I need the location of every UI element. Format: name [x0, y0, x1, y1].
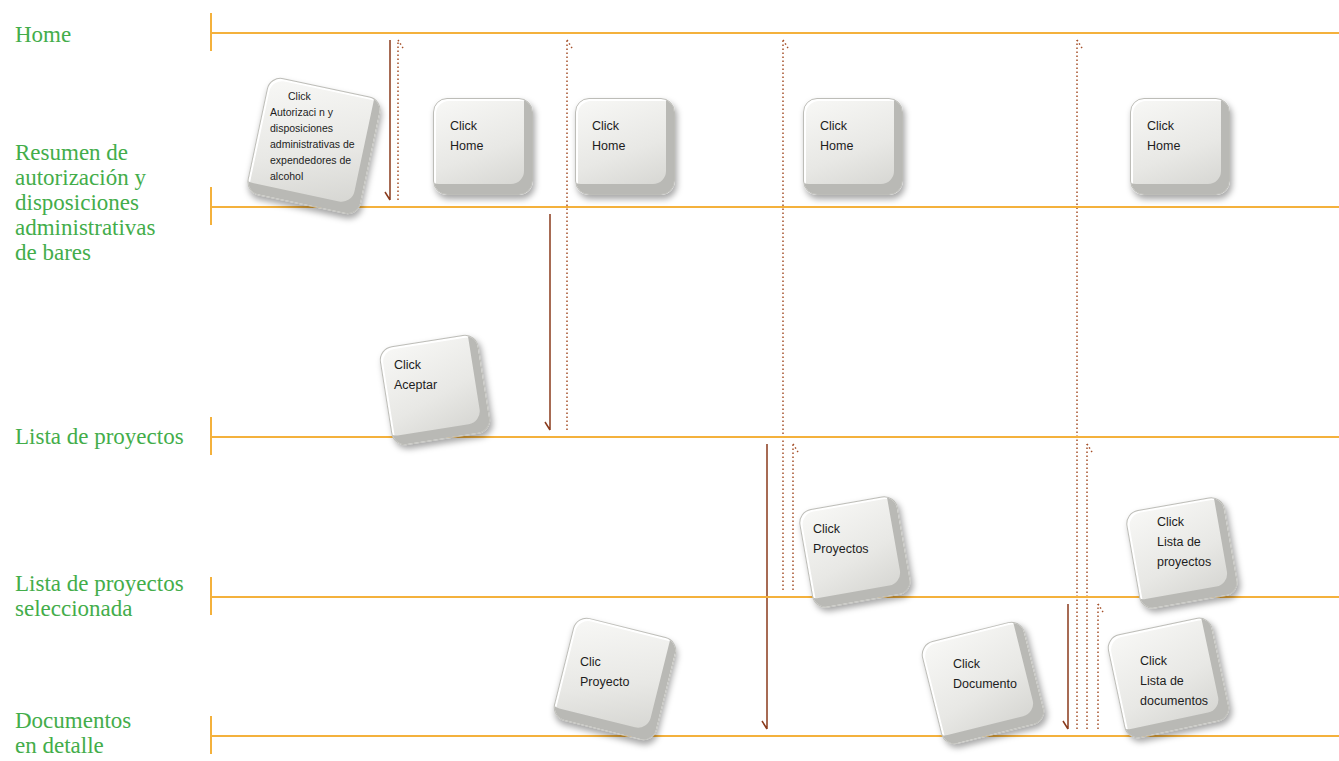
key-button: Clic Proyecto: [562, 626, 668, 732]
key-label: Click Lista de documentos: [1140, 651, 1195, 711]
key-label: Click Aceptar: [394, 355, 444, 395]
navigation-arrow: [1063, 604, 1068, 729]
screen-row: Lista de proyectos: [210, 436, 1339, 438]
return-arrow: [1098, 604, 1103, 729]
return-arrow: [1077, 40, 1082, 729]
key-button: Click Documento: [930, 630, 1036, 736]
key-button: Click Autorizaci n y disposiciones admin…: [256, 86, 372, 206]
row-tick: [210, 417, 212, 455]
row-tick: [210, 187, 212, 225]
key-label: Click Proyectos: [813, 519, 873, 559]
key-label: Click Home: [592, 116, 640, 156]
key-label: Click Home: [1147, 116, 1195, 156]
return-arrow: [1087, 444, 1092, 729]
key-button: Click Home: [575, 98, 675, 195]
key-button: Click Aceptar: [385, 340, 485, 440]
key-button: Click Lista de documentos: [1115, 625, 1222, 731]
key-button: Click Lista de proyectos: [1132, 503, 1232, 603]
key-label: Click Home: [450, 116, 498, 156]
row-tick: [210, 716, 212, 754]
navigation-arrow: [545, 214, 550, 430]
return-arrow: [567, 40, 572, 430]
screen-label: Lista de proyectos: [15, 424, 215, 449]
screen-row: Home: [210, 32, 1339, 34]
navigation-arrow: [385, 40, 390, 200]
key-label: Click Autorizaci n y disposiciones admin…: [270, 88, 358, 184]
row-tick: [210, 13, 212, 51]
return-arrow: [398, 40, 403, 200]
screen-label: Home: [15, 22, 195, 47]
key-label: Clic Proyecto: [580, 652, 634, 692]
row-tick: [210, 577, 212, 615]
key-label: Click Home: [820, 116, 868, 156]
screen-row: Resumen de autorización y disposiciones …: [210, 206, 1339, 208]
screen-label: Resumen de autorización y disposiciones …: [15, 140, 175, 265]
key-button: Click Home: [433, 98, 533, 195]
key-label: Click Lista de proyectos: [1157, 512, 1212, 572]
navigation-arrow: [762, 444, 767, 729]
screen-label: Documentos en detalle: [15, 708, 147, 758]
screen-label: Lista de proyectos seleccionada: [15, 571, 215, 621]
key-button: Click Proyectos: [805, 502, 905, 602]
key-cap: [1124, 495, 1240, 611]
return-arrow: [793, 444, 798, 590]
key-button: Click Home: [803, 98, 903, 195]
screen-row: Documentos en detalle: [210, 735, 1339, 737]
key-label: Click Documento: [953, 654, 1019, 694]
return-arrow: [783, 40, 788, 590]
key-button: Click Home: [1130, 98, 1230, 195]
